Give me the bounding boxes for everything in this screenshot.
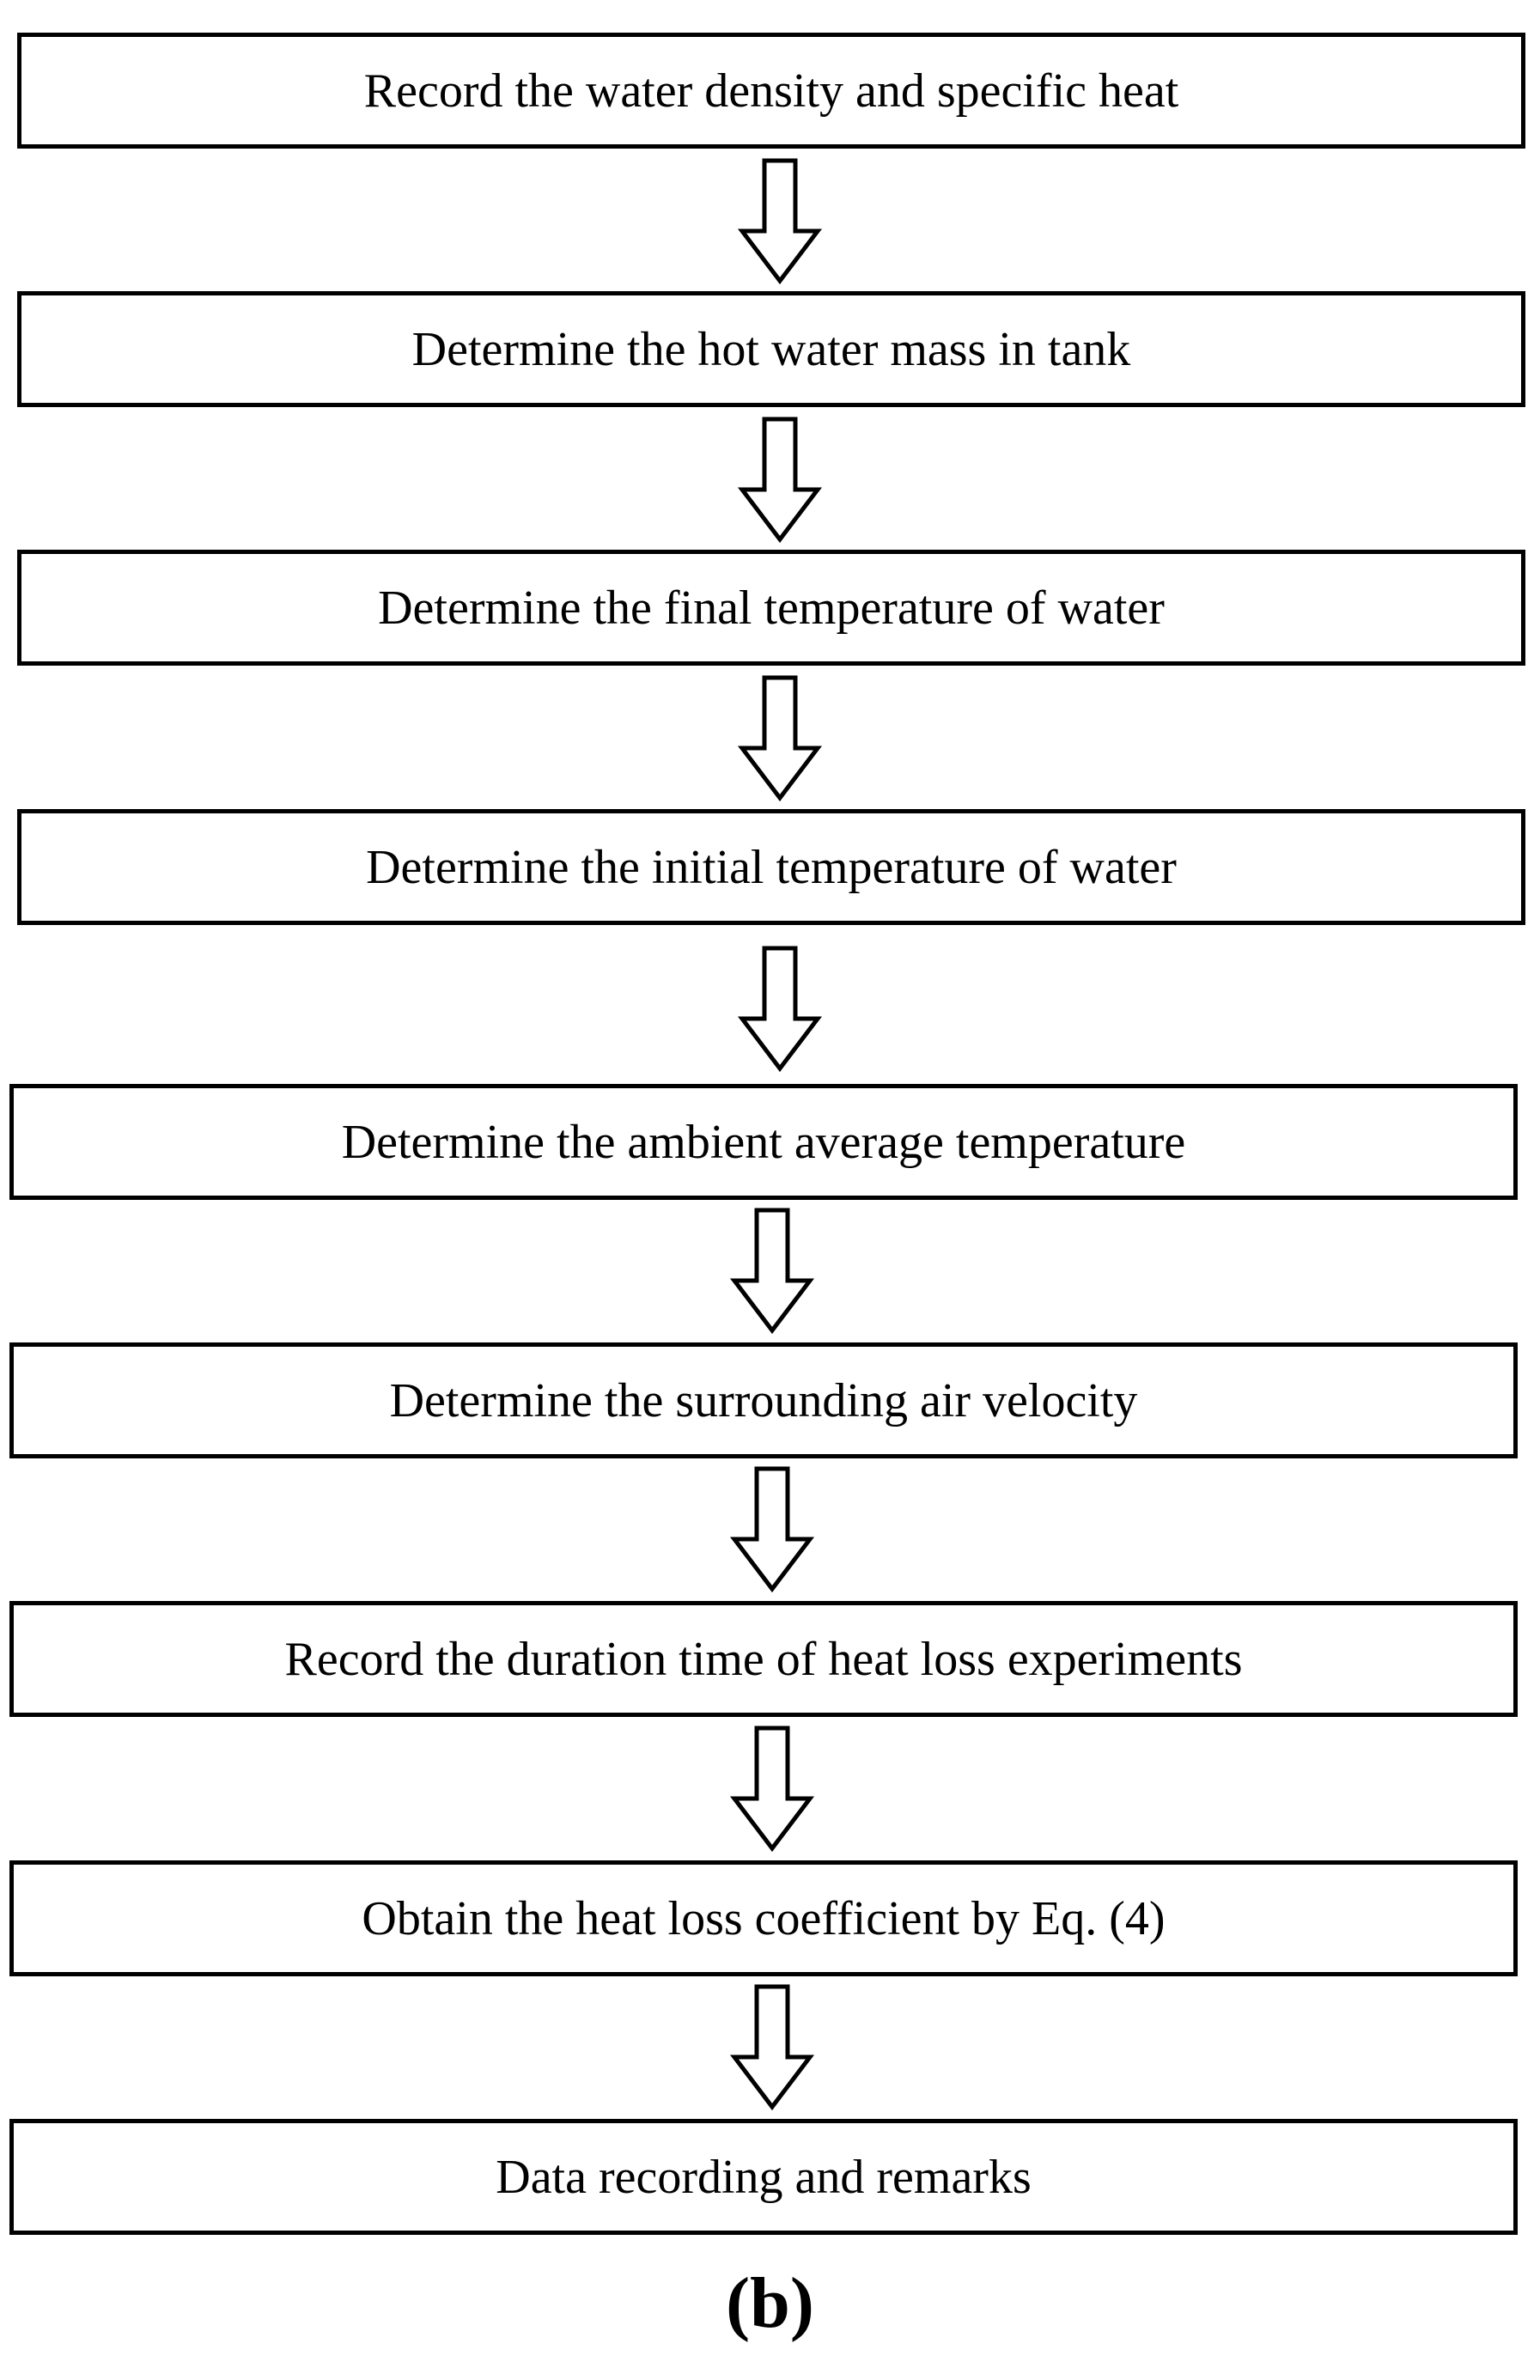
down-arrow-icon — [737, 416, 823, 545]
step-box-4: Determine the initial temperature of wat… — [17, 809, 1525, 925]
down-arrow-icon — [729, 1465, 815, 1594]
step-label-6: Determine the surrounding air velocity — [389, 1373, 1138, 1427]
step-box-3: Determine the final temperature of water — [17, 550, 1525, 666]
step-label-3: Determine the final temperature of water — [378, 581, 1165, 635]
step-box-7: Record the duration time of heat loss ex… — [9, 1601, 1518, 1717]
step-box-6: Determine the surrounding air velocity — [9, 1342, 1518, 1458]
down-arrow-icon — [729, 1725, 815, 1853]
step-label-9: Data recording and remarks — [496, 2150, 1032, 2204]
down-arrow-icon — [737, 157, 823, 286]
step-label-2: Determine the hot water mass in tank — [411, 322, 1131, 376]
step-label-1: Record the water density and specific he… — [363, 64, 1179, 118]
down-arrow-icon — [729, 1207, 815, 1336]
step-box-2: Determine the hot water mass in tank — [17, 291, 1525, 407]
step-box-1: Record the water density and specific he… — [17, 33, 1525, 149]
step-label-5: Determine the ambient average temperatur… — [341, 1115, 1186, 1169]
down-arrow-icon — [737, 945, 823, 1074]
down-arrow-icon — [737, 674, 823, 803]
step-box-8: Obtain the heat loss coefficient by Eq. … — [9, 1860, 1518, 1976]
step-label-4: Determine the initial temperature of wat… — [366, 840, 1177, 894]
down-arrow-icon — [729, 1983, 815, 2112]
step-box-9: Data recording and remarks — [9, 2119, 1518, 2235]
step-box-5: Determine the ambient average temperatur… — [9, 1084, 1518, 1200]
step-label-7: Record the duration time of heat loss ex… — [284, 1632, 1243, 1686]
panel-label: (b) — [726, 2263, 814, 2343]
step-label-8: Obtain the heat loss coefficient by Eq. … — [362, 1891, 1166, 1945]
